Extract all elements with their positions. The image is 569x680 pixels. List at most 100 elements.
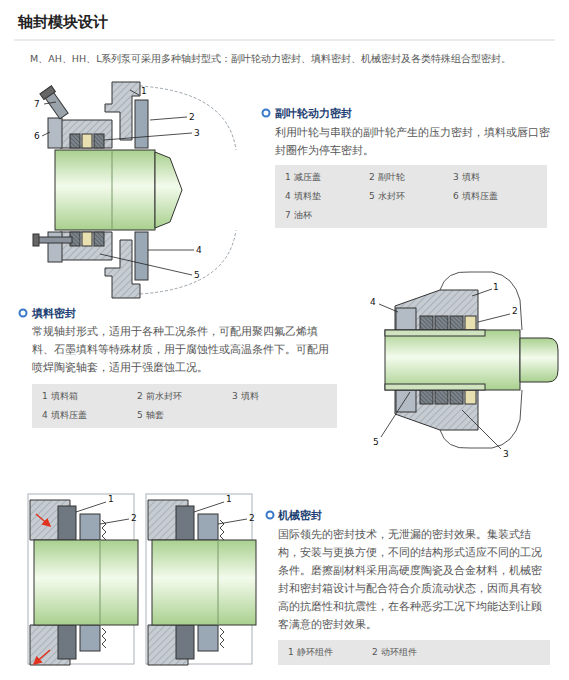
intro-text: M、AH、HH、L系列泵可采用多种轴封型式：副叶轮动力密封、填料密封、机械密封及… — [30, 52, 555, 66]
drawing-part — [130, 90, 139, 95]
drawing-part — [396, 308, 416, 330]
section-icon — [20, 110, 274, 519]
section-body: 利用叶轮与串联的副叶轮产生的压力密封，填料或唇口密封圈作为停车密封。 — [275, 123, 560, 159]
table-cell: 1 填料箱 — [42, 389, 137, 404]
drawing-part — [450, 390, 463, 404]
drawing-part — [379, 304, 398, 312]
drawing-part — [82, 232, 92, 246]
drawing-part — [263, 110, 270, 117]
table-cell: 3 填料 — [453, 170, 537, 185]
callout-number: 2 — [131, 513, 137, 523]
drawing-part — [520, 338, 558, 382]
drawing-part — [135, 100, 148, 148]
drawing-part — [33, 234, 39, 246]
drawing-part — [155, 152, 182, 228]
callout-number: 1 — [141, 86, 147, 96]
table-cell: 4 填料压盖 — [42, 408, 137, 423]
table-cell: 2 动环组件 — [372, 645, 456, 660]
callout-number: 4 — [196, 245, 202, 255]
drawing-part — [102, 628, 106, 648]
table-cell: 5 水封环 — [369, 189, 453, 204]
drawing-part — [385, 330, 520, 390]
drawing-part — [76, 502, 129, 524]
table-cell: 6 填料压盖 — [453, 189, 537, 204]
drawing-part — [20, 310, 27, 317]
drawing-part — [94, 134, 104, 148]
callout-number: 3 — [194, 128, 200, 138]
drawing-part — [472, 289, 492, 296]
callout-number: 1 — [108, 494, 114, 504]
callout-number: 5 — [194, 270, 200, 280]
page-title: 轴封模块设计 — [18, 12, 108, 32]
drawing-part — [395, 290, 478, 330]
section-body: 国际领先的密封技术，无泄漏的密封效果。集装式结构，安装与更换方便，不同的结构形式… — [278, 525, 550, 633]
drawing-part — [450, 316, 463, 330]
drawing-part — [465, 316, 476, 330]
callout-number: 2 — [512, 306, 518, 316]
table-cell: 7 油杯 — [285, 208, 369, 223]
drawing-part — [104, 133, 192, 140]
table-cell: 2 前水封环 — [137, 389, 232, 404]
drawing-part — [34, 540, 138, 625]
key-table: 1 静环组件2 动环组件 — [278, 640, 550, 665]
drawing-part — [148, 250, 194, 251]
section-heading: 副叶轮动力密封 — [275, 106, 352, 121]
drawing-part — [465, 390, 476, 404]
callout-number: 7 — [34, 99, 40, 109]
table-cell: 1 静环组件 — [288, 645, 372, 660]
drawing-part — [381, 392, 410, 437]
drawing-part — [100, 540, 101, 625]
drawing-part — [80, 514, 100, 540]
drawing-part — [140, 230, 236, 294]
callout-number: 1 — [493, 282, 499, 292]
drawing-part — [100, 519, 129, 524]
flow-arrow — [34, 514, 50, 664]
section-body: 常规轴封形式，适用于各种工况条件，可配用聚四氟乙烯填料、石墨填料等特殊材质，用于… — [32, 322, 337, 376]
callout-number: 6 — [34, 131, 40, 141]
packing-seal-figure — [379, 272, 558, 449]
drawing-part — [135, 232, 148, 280]
drawing-part — [267, 512, 274, 519]
table-cell: 1 减压盖 — [285, 170, 369, 185]
drawing-part — [100, 254, 192, 275]
drawing-part — [58, 625, 76, 659]
callout-number: 2 — [189, 112, 195, 122]
drawing-part — [462, 410, 501, 449]
callout-number: 3 — [503, 449, 509, 459]
key-table: 1 填料箱2 前水封环3 填料 4 填料压盖5 轴套 — [32, 384, 337, 428]
drawing-part — [379, 289, 510, 449]
drawing-part — [58, 506, 76, 540]
drawing-part — [112, 150, 113, 230]
drawing-part — [385, 384, 485, 390]
drawing-part — [48, 118, 62, 148]
callout-number: 2 — [249, 513, 255, 523]
table-cell: 5 轴套 — [137, 408, 232, 423]
drawing-part — [478, 314, 510, 322]
auxiliary-impeller-seal-figure — [33, 82, 236, 298]
drawing-part — [420, 316, 433, 330]
table-cell: 3 填料 — [232, 389, 327, 404]
drawing-part — [38, 237, 72, 243]
drawing-part — [435, 316, 448, 330]
drawing-part — [94, 232, 104, 246]
drawing-part — [435, 390, 448, 404]
mechanical-seal-figure — [28, 494, 138, 665]
drawing-part — [36, 514, 50, 526]
drawing-part — [82, 134, 92, 148]
callout-number: 5 — [373, 437, 379, 447]
drawing-part — [34, 650, 50, 664]
title-rule — [14, 40, 555, 41]
drawing-part — [42, 132, 50, 136]
drawing-part — [385, 330, 485, 336]
drawing-part — [44, 102, 56, 104]
drawing-part — [40, 86, 55, 100]
callout-number: 4 — [370, 297, 376, 307]
key-table: 1 减压盖2 副叶轮3 填料4 填料垫5 水封环6 填料压盖7 油杯 — [275, 165, 547, 228]
drawing-part — [60, 120, 112, 148]
drawing-part — [55, 150, 155, 230]
drawing-part — [150, 117, 187, 120]
callout-number: 1 — [226, 494, 232, 504]
drawing-part — [60, 232, 112, 260]
